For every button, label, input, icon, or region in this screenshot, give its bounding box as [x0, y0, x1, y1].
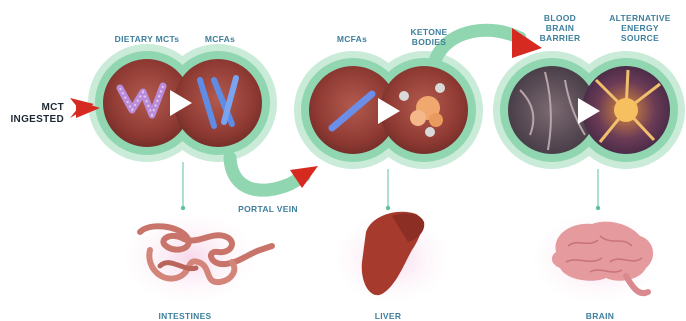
blood-brain-barrier-label: BLOOD BRAIN BARRIER — [528, 13, 592, 43]
liver-mcfas-label: MCFAs — [322, 34, 382, 44]
stage-brain — [493, 51, 685, 169]
ketone-bodies-label: KETONE BODIES — [394, 27, 464, 47]
stage-intestines — [88, 44, 277, 162]
portal-vein-label: PORTAL VEIN — [228, 204, 308, 214]
stage-liver — [294, 51, 483, 169]
mcfas-label: MCFAs — [190, 34, 250, 44]
mct-ingested-label: MCT INGESTED — [4, 102, 64, 126]
dietary-mcts-label: DIETARY MCTs — [95, 34, 199, 44]
alternative-energy-source-label: ALTERNATIVE ENERGY SOURCE — [598, 13, 682, 43]
